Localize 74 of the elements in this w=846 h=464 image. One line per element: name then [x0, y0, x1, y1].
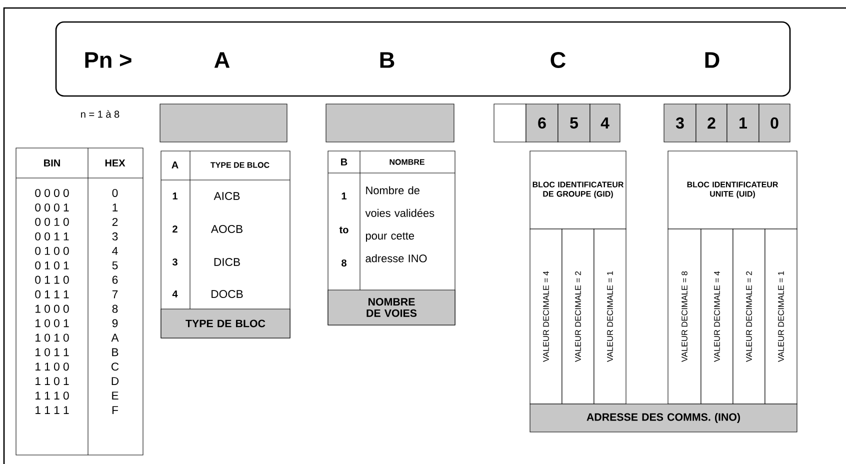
- bin-value: 1 0 0 1: [36, 319, 69, 328]
- bit-field: [326, 104, 454, 142]
- hex-value: 8: [112, 304, 118, 313]
- column-heading: HEX: [105, 160, 126, 166]
- bit-field: 5: [558, 104, 590, 142]
- description-text: Nombre de voies validées pour cette adresse INO: [365, 186, 434, 262]
- bit-column: VALEUR DECIMALE = 4: [530, 228, 562, 404]
- block-type: DOCB: [212, 290, 243, 298]
- bin-value: 1 0 1 0: [36, 334, 69, 342]
- hex-value: 4: [112, 247, 118, 255]
- column-heading: B: [341, 158, 348, 166]
- bin-value: 0 0 1 1: [35, 232, 69, 240]
- table-header: BLOC IDENTIFICATEUR DE GROUPE (GID): [530, 150, 626, 230]
- range-note: n = 1 à 8: [81, 110, 120, 118]
- bin-value: 0 0 1 0: [35, 218, 69, 226]
- table-footer: NOMBRE DE VOIES: [328, 290, 456, 326]
- code-number: 1: [172, 192, 178, 200]
- hex-value: A: [111, 334, 119, 342]
- bin-value: 1 1 0 0: [36, 362, 69, 371]
- block-type: AOCB: [210, 225, 242, 233]
- bit-field: 6: [526, 104, 558, 142]
- bin-value: 0 1 1 1: [35, 290, 69, 298]
- bin-value: 0 0 0 1: [35, 204, 69, 212]
- block-type: AICB: [214, 192, 240, 200]
- block-type: DICB: [214, 258, 240, 266]
- hex-value: 1: [112, 204, 118, 212]
- bin-value: 1 1 1 0: [36, 392, 69, 400]
- hex-value: E: [112, 392, 118, 400]
- bit-field: [160, 104, 288, 142]
- hex-value: 0: [112, 189, 118, 197]
- bit-column: VALEUR DECIMALE = 1: [764, 228, 798, 404]
- hex-value: 9: [112, 319, 118, 328]
- bit-field: 2: [696, 104, 728, 142]
- address-bar: Pn > A B C D: [55, 21, 791, 97]
- bit-column: VALEUR DECIMALE = 2: [732, 228, 766, 404]
- code-number: 2: [172, 226, 178, 232]
- bit-column: VALEUR DECIMALE = 4: [700, 228, 734, 404]
- bin-value: 1 1 0 1: [36, 377, 69, 386]
- range-value: 1: [342, 192, 347, 200]
- range-value: 8: [342, 259, 346, 267]
- hex-value: 7: [112, 290, 118, 298]
- bit-field: [494, 104, 526, 142]
- bit-field: 3: [664, 104, 696, 142]
- bin-value: 0 0 0 0: [35, 189, 69, 197]
- bit-field: 0: [758, 104, 790, 142]
- hex-value: 6: [112, 276, 118, 284]
- hex-value: D: [112, 377, 119, 385]
- bit-column: VALEUR DECIMALE = 1: [594, 228, 626, 404]
- bin-value: 1 0 1 1: [36, 348, 69, 356]
- bin-value: 0 1 0 1: [35, 261, 69, 270]
- bin-value: 0 1 1 0: [35, 276, 69, 284]
- code-number: 3: [172, 258, 178, 266]
- range-value: to: [339, 226, 348, 234]
- column-heading: NOMBRE: [390, 159, 424, 165]
- hex-value: 5: [112, 261, 118, 270]
- code-number: 4: [172, 290, 178, 298]
- hex-value: 2: [112, 218, 118, 226]
- column-heading: BIN: [44, 160, 60, 166]
- bit-column: VALEUR DECIMALE = 2: [562, 228, 594, 404]
- bit-field: 4: [590, 104, 620, 142]
- table-header: BLOC IDENTIFICATEUR UNITE (UID): [668, 150, 798, 230]
- hex-value: B: [112, 348, 118, 356]
- hex-value: C: [112, 362, 119, 371]
- bin-value: 1 1 1 1: [36, 406, 69, 414]
- table-footer: ADRESSE DES COMMS. (INO): [530, 404, 798, 432]
- column-heading: A: [172, 162, 178, 168]
- bit-column: VALEUR DECIMALE = 8: [668, 228, 702, 404]
- bin-value: 1 0 0 0: [36, 304, 69, 313]
- hex-value: F: [112, 406, 118, 414]
- hex-value: 3: [112, 232, 118, 240]
- bit-field: 1: [726, 104, 760, 142]
- column-heading: TYPE DE BLOC: [210, 162, 270, 168]
- bin-value: 0 1 0 0: [35, 246, 69, 255]
- table-footer: TYPE DE BLOC: [160, 308, 290, 338]
